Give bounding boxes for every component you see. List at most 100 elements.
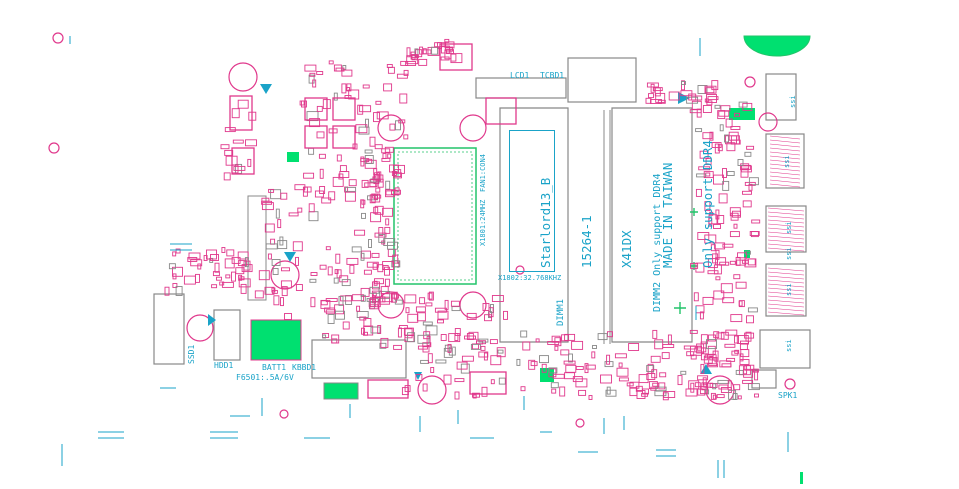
footprint-5-103	[564, 372, 576, 380]
footprint-11-28	[743, 365, 748, 375]
footprint-4-65	[361, 327, 365, 335]
ic-block-8	[367, 379, 409, 399]
footprint-2-27	[328, 191, 336, 201]
pad-1	[287, 152, 299, 162]
footprint-0-9	[318, 153, 326, 159]
footprint-6-93	[703, 171, 714, 179]
hatch-line-2-272	[767, 271, 805, 276]
footprint-4-64	[335, 310, 345, 320]
footprint-11-29	[736, 335, 749, 344]
footprint-0-0	[306, 111, 319, 122]
footprint-6-67	[714, 242, 726, 250]
footprint-11-3	[739, 353, 744, 362]
footprint-1-12	[378, 227, 384, 236]
hole-5	[459, 291, 487, 319]
board-id-line-1: Starlord13_B	[538, 177, 553, 268]
footprint-5-72	[520, 386, 526, 392]
footprint-1-57	[387, 241, 398, 250]
footprint-5-100	[548, 367, 558, 374]
io-label-3: ssi	[785, 221, 793, 234]
footprint-5-30	[520, 330, 528, 338]
footprint-7-13	[680, 90, 693, 97]
hatch-line-0-148	[769, 147, 801, 152]
footprint-10-12	[237, 99, 249, 109]
footprint-6-72	[715, 257, 727, 266]
footprint-4-26	[437, 319, 444, 324]
footprint-5-0	[490, 355, 502, 366]
footprint-3-29	[203, 255, 208, 261]
footprint-4-61	[325, 298, 338, 302]
footprint-7-21	[655, 92, 666, 103]
pin1-marker-5	[208, 314, 216, 326]
footprint-0-33	[339, 171, 350, 178]
io-label-6: ssi	[785, 247, 793, 260]
footprint-8-10	[419, 46, 424, 55]
footprint-11-13	[740, 349, 750, 358]
footprint-4-20	[451, 306, 461, 312]
footprint-2-36	[340, 295, 353, 302]
footprint-2-44	[294, 184, 306, 191]
footprint-2-60	[265, 243, 278, 250]
footprint-2-9	[288, 212, 299, 217]
footprint-3-8	[188, 252, 201, 260]
footprint-5-7	[571, 340, 584, 350]
footprint-4-48	[437, 310, 449, 320]
footprint-5-59	[568, 353, 573, 363]
footprint-3-10	[221, 247, 226, 253]
footprint-5-114	[478, 338, 489, 343]
footprint-5-80	[585, 364, 596, 370]
footprint-5-48	[522, 341, 531, 351]
footprint-6-47	[710, 244, 716, 252]
fiducial-1	[52, 32, 64, 44]
footprint-6-106	[698, 166, 711, 171]
footprint-4-31	[454, 328, 461, 336]
hatch-line-2-300	[767, 299, 805, 304]
pad-2	[729, 108, 755, 120]
kbbd-pad	[323, 382, 359, 400]
footprint-7-8	[648, 93, 654, 99]
footprint-5-63	[498, 377, 506, 385]
footprint-5-11	[420, 359, 430, 364]
footprint-7-17	[652, 87, 663, 92]
footprint-11-10	[724, 343, 736, 348]
footprint-4-16	[379, 342, 387, 349]
hatch-line-0-136	[769, 135, 801, 140]
footprint-3-12	[172, 251, 177, 257]
footprint-6-5	[742, 190, 752, 195]
footprint-0-18	[302, 186, 308, 197]
footprint-2-23	[281, 267, 290, 272]
footprint-1-46	[381, 157, 391, 162]
footprint-5-6	[659, 372, 667, 378]
footprint-0-36	[395, 120, 401, 131]
footprint-6-107	[713, 224, 721, 229]
fiducial-2	[48, 142, 60, 154]
footprint-2-45	[352, 294, 365, 302]
footprint-3-3	[211, 284, 218, 289]
footprint-5-17	[689, 329, 698, 334]
footprint-5-50	[415, 374, 423, 381]
footprint-6-53	[730, 126, 741, 130]
footprint-6-80	[742, 102, 753, 111]
footprint-4-41	[415, 306, 426, 313]
ic-block-9	[485, 97, 517, 125]
footprint-11-26	[739, 359, 750, 365]
hatch-line-0-176	[769, 175, 801, 180]
footprint-3-11	[172, 266, 183, 277]
footprint-4-69	[393, 344, 403, 350]
footprint-6-69	[737, 252, 747, 259]
footprint-5-98	[697, 388, 706, 396]
footprint-7-19	[711, 80, 719, 91]
footprint-6-41	[724, 134, 729, 143]
footprint-7-5	[668, 91, 680, 101]
pin1-marker-2	[284, 252, 296, 262]
footprint-5-3	[591, 351, 596, 359]
footprint-2-63	[371, 252, 380, 258]
footprint-5-74	[654, 339, 664, 350]
footprint-1-39	[385, 189, 395, 198]
io-usb-1	[765, 73, 797, 121]
crosshair-1	[674, 302, 686, 314]
footprint-2-55	[273, 295, 280, 306]
ic-block-4	[439, 43, 473, 71]
footprint-2-62	[271, 289, 278, 294]
